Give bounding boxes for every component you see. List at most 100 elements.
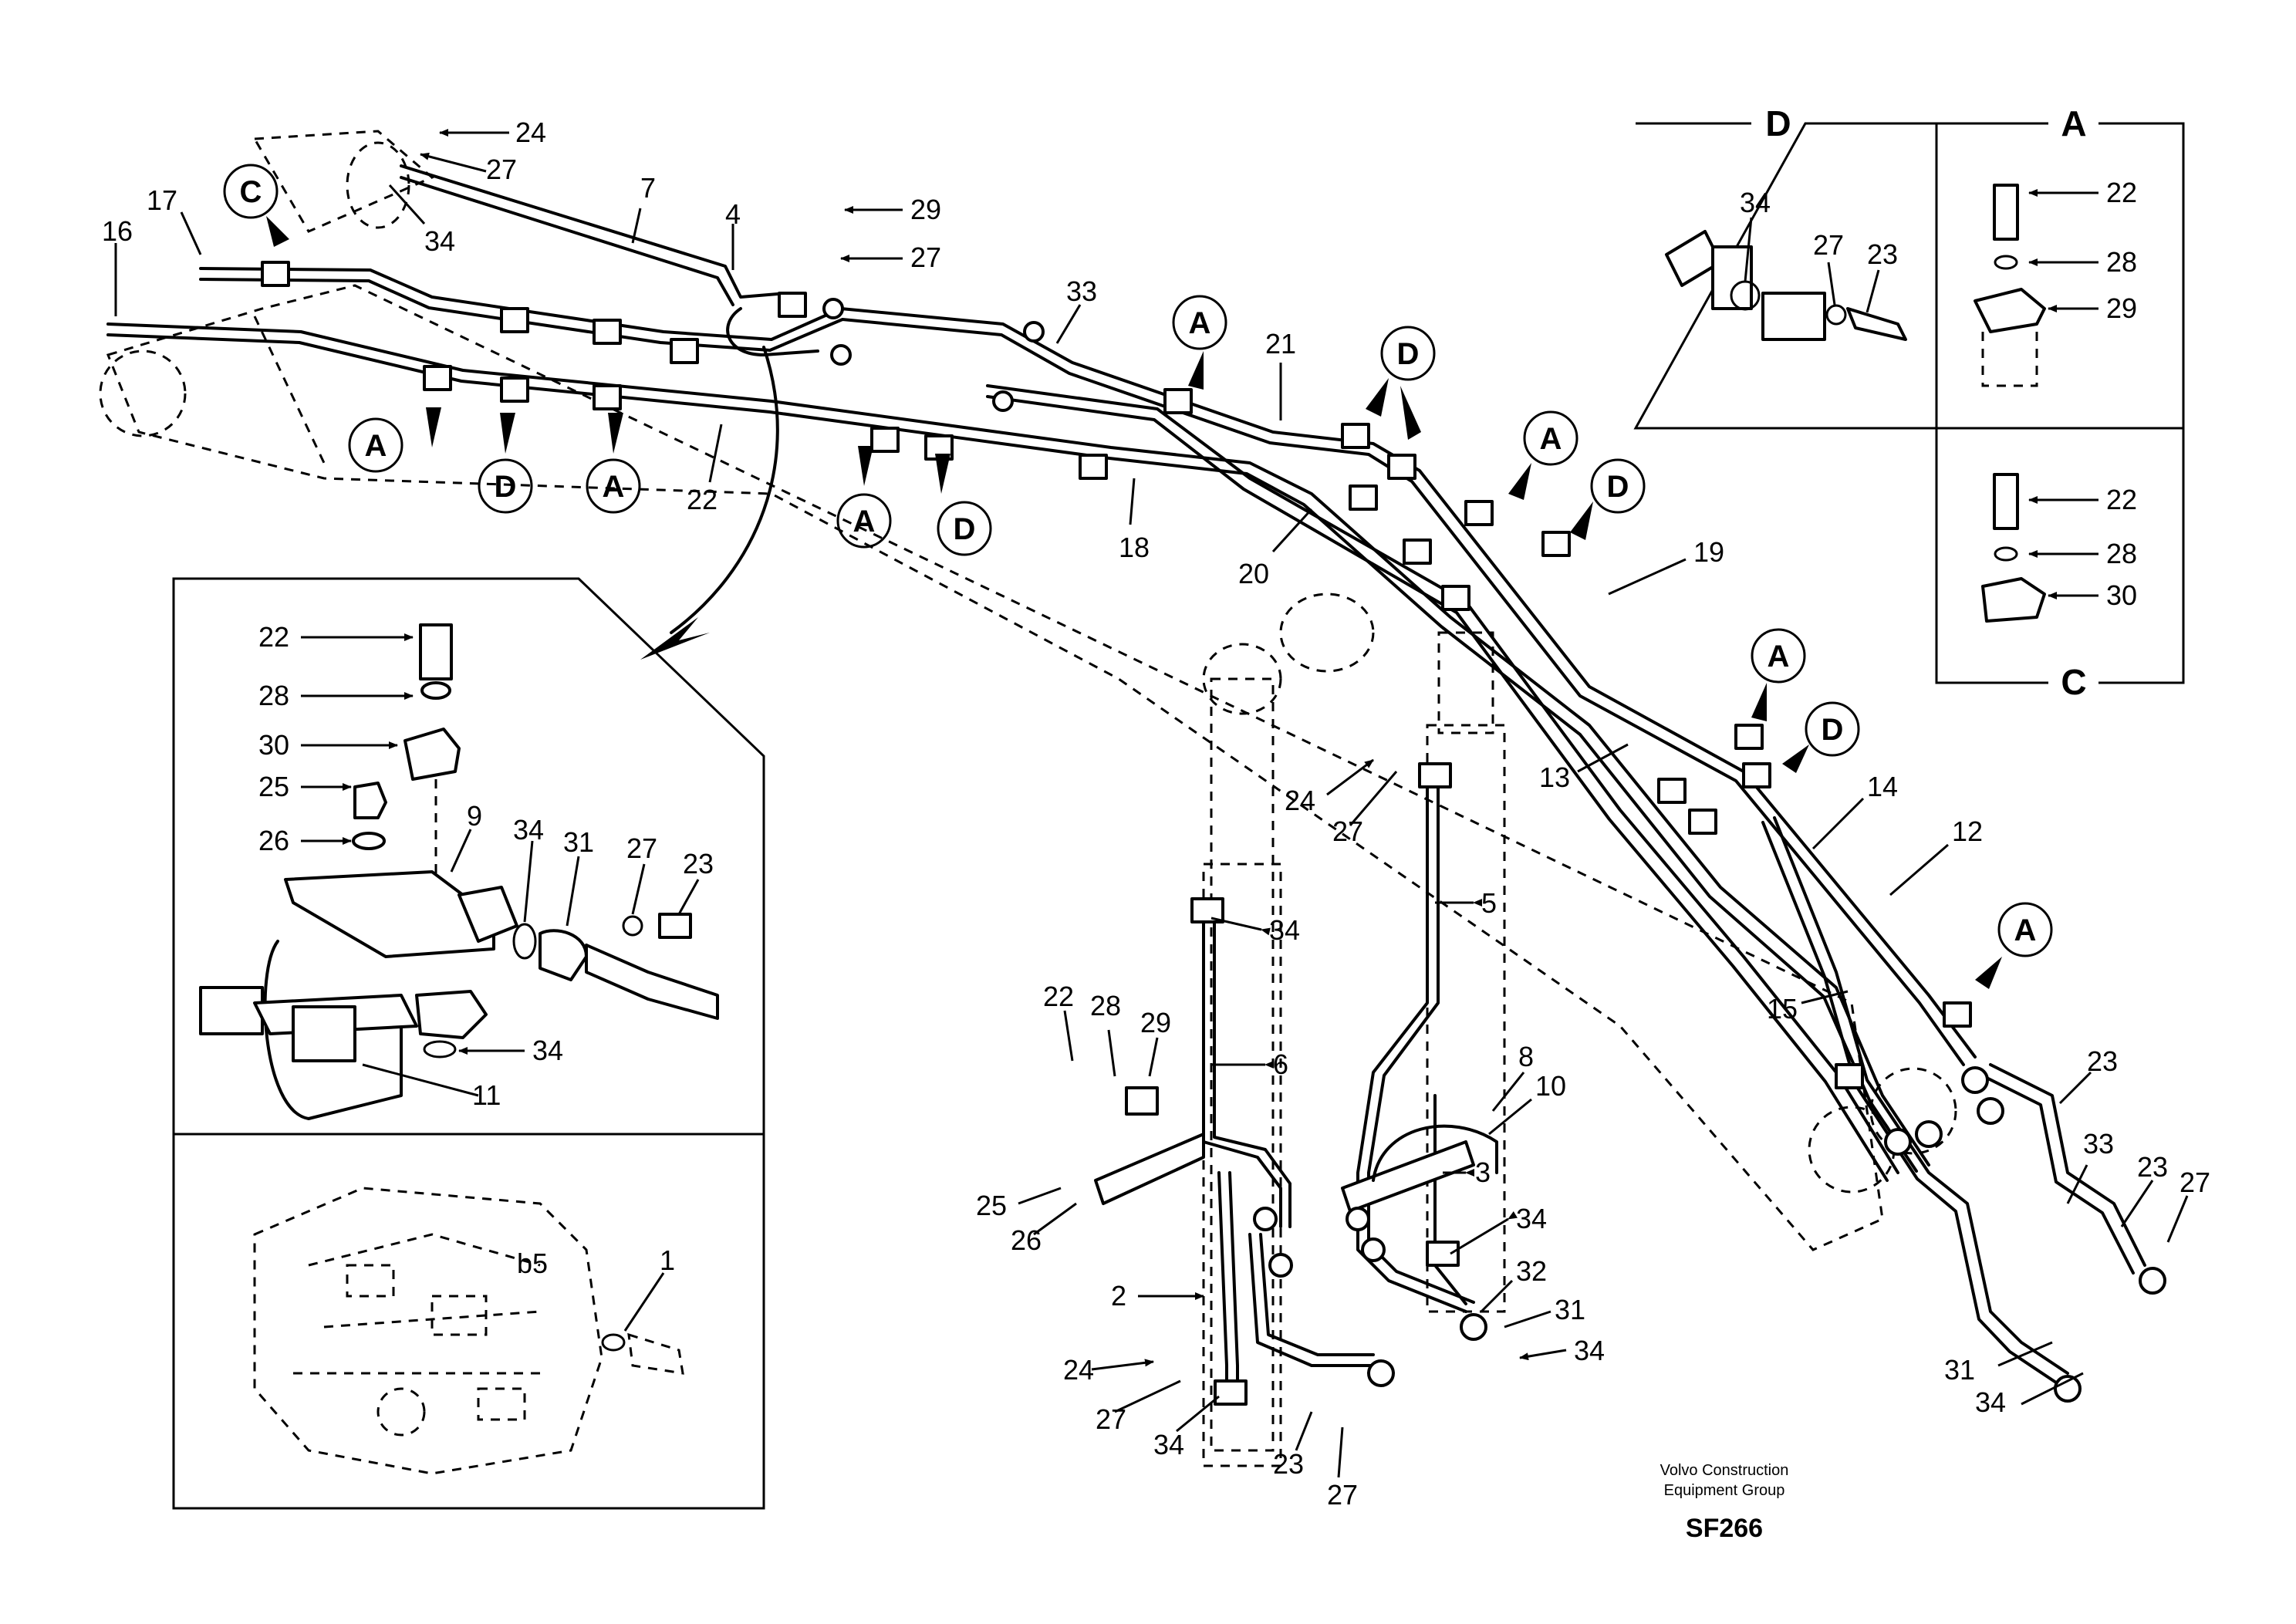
part-6: 6 (1273, 1048, 1288, 1080)
fittings (822, 298, 2166, 1403)
part-26-mid: 26 (1011, 1224, 1042, 1256)
callout-a-2: A (603, 470, 625, 504)
part-34-right: 34 (1975, 1386, 2006, 1418)
part-28-detail-c: 28 (2106, 538, 2137, 569)
part-28-inset: 28 (258, 680, 289, 711)
part-27-detail-d: 27 (1813, 229, 1844, 261)
part-32: 32 (1516, 1255, 1547, 1287)
part-1: 1 (660, 1244, 675, 1276)
part-22-inset: 22 (258, 621, 289, 653)
part-28-mid: 28 (1090, 990, 1121, 1021)
part-33-top: 33 (1066, 275, 1097, 307)
part-7: 7 (640, 172, 656, 204)
callout-a-4: A (1189, 306, 1211, 340)
company-line-2: Equipment Group (1664, 1482, 1785, 1499)
callout-pointers (266, 216, 2002, 989)
part-27-lower: 27 (1096, 1403, 1126, 1435)
part-25-mid: 25 (976, 1190, 1007, 1221)
part-15: 15 (1767, 993, 1798, 1025)
detail-title-a: A (2061, 103, 2086, 143)
detail-title-c: C (2061, 662, 2086, 702)
part-31-right: 31 (1944, 1354, 1975, 1386)
part-34-inset-lower: 34 (532, 1035, 563, 1066)
part-34-lower: 34 (1574, 1335, 1605, 1366)
pipe-clamps (261, 261, 1972, 1406)
callout-a-7: A (2014, 913, 2037, 947)
part-22-mid: 22 (1043, 981, 1074, 1012)
leader-lines (114, 129, 2189, 1478)
part-34-detail-d: 34 (1740, 187, 1771, 218)
part-34-inset: 34 (513, 814, 544, 846)
part-19: 19 (1693, 536, 1724, 568)
part-22-detail-a: 22 (2106, 177, 2137, 208)
part-5: 5 (1481, 887, 1497, 919)
part-30-detail-c: 30 (2106, 579, 2137, 611)
callout-d-5: D (1822, 713, 1844, 747)
part-34-bottom: 34 (1153, 1429, 1184, 1460)
part-21: 21 (1265, 328, 1296, 360)
callout-c-top: C (240, 175, 262, 209)
part-27-inset: 27 (626, 832, 657, 864)
part-30-inset: 30 (258, 729, 289, 761)
part-24-top: 24 (515, 116, 546, 148)
detail-box-a: A 22 28 29 (1936, 103, 2185, 430)
part-27-cyl: 27 (1332, 815, 1363, 847)
callout-d-1: D (495, 470, 517, 504)
footer: Volvo Construction Equipment Group SF266 (1660, 1462, 1789, 1543)
part-b5: b5 (517, 1248, 548, 1279)
part-27-top: 27 (486, 154, 517, 185)
part-33-right: 33 (2083, 1128, 2114, 1160)
part-13: 13 (1539, 761, 1570, 793)
part-10: 10 (1535, 1070, 1566, 1102)
callout-d-3: D (1397, 337, 1420, 371)
part-11: 11 (472, 1079, 501, 1111)
part-22-detail-c: 22 (2106, 484, 2137, 515)
part-29-detail-a: 29 (2106, 292, 2137, 324)
part-24-lower: 24 (1063, 1354, 1094, 1386)
part-27-bottom: 27 (1327, 1479, 1358, 1511)
part-25-inset: 25 (258, 771, 289, 802)
inset-panel: 22 28 30 25 26 9 34 31 27 23 34 11 b5 1 (172, 577, 765, 1510)
brackets (1094, 1124, 1498, 1213)
part-22-boom: 22 (687, 484, 718, 515)
part-4: 4 (725, 198, 741, 230)
callout-a-1: A (365, 429, 387, 463)
callout-a-5: A (1540, 422, 1562, 456)
callout-a-3: A (853, 505, 876, 539)
part-27-right: 27 (2180, 1167, 2210, 1198)
part-24-cyl: 24 (1285, 785, 1315, 816)
part-27-mid: 27 (910, 241, 941, 273)
part-8: 8 (1518, 1041, 1534, 1072)
part-34-top: 34 (424, 225, 455, 257)
part-14: 14 (1867, 771, 1898, 802)
callout-a-6: A (1768, 640, 1790, 674)
drawing-code: SF266 (1686, 1514, 1763, 1543)
company-line-1: Volvo Construction (1660, 1462, 1789, 1479)
part-17: 17 (147, 184, 177, 216)
part-16: 16 (102, 215, 133, 247)
part-34-cyl: 34 (1269, 914, 1300, 946)
part-31-inset: 31 (563, 826, 594, 858)
part-9: 9 (467, 800, 482, 832)
part-20: 20 (1238, 558, 1269, 589)
part-31-mid: 31 (1555, 1294, 1585, 1325)
part-18: 18 (1119, 532, 1150, 563)
part-29-top: 29 (910, 194, 941, 225)
part-numbers-main: 24 27 34 7 4 17 16 29 27 33 21 22 18 20 … (102, 116, 2210, 1511)
part-23-right: 23 (2087, 1045, 2118, 1077)
part-29-mid: 29 (1140, 1007, 1171, 1038)
callout-d-4: D (1607, 470, 1629, 504)
part-12: 12 (1952, 815, 1983, 847)
part-3: 3 (1475, 1156, 1491, 1188)
callout-d-2: D (954, 512, 976, 546)
detail-box-c: C 22 28 30 (1935, 427, 2185, 702)
detail-box-d: D 34 27 23 (1633, 103, 1938, 430)
part-2: 2 (1111, 1280, 1126, 1312)
detail-title-d: D (1765, 103, 1791, 143)
part-34-mid: 34 (1516, 1203, 1547, 1234)
part-26-inset: 26 (258, 825, 289, 856)
part-23-detail-d: 23 (1867, 238, 1898, 270)
callout-circles: C A D A A D A D A D A D A (223, 164, 2053, 957)
part-28-detail-a: 28 (2106, 246, 2137, 278)
